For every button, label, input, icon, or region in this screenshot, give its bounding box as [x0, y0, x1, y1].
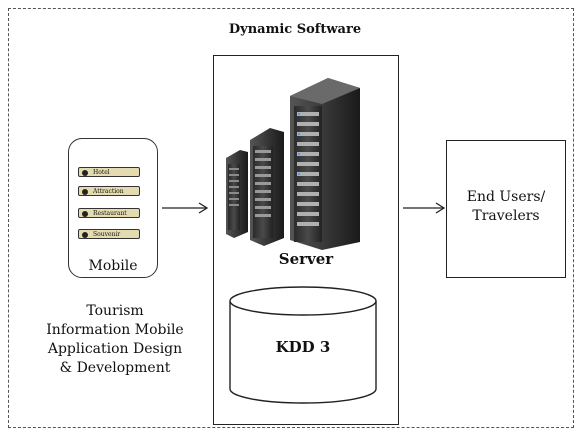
database-label: KDD 3	[275, 338, 331, 356]
menu-item-restaurant: Restaurant	[78, 208, 140, 218]
bullet-icon	[82, 188, 88, 195]
caption-line: Information Mobile	[46, 322, 184, 338]
caption-line: Tourism	[86, 303, 144, 319]
menu-item-souvenir: Souvenir	[78, 229, 140, 239]
end-users-line: End Users/	[466, 189, 546, 205]
bullet-icon	[82, 169, 88, 176]
bullet-icon	[82, 210, 88, 217]
database-cylinder-icon	[229, 286, 377, 404]
arrow-right-icon	[403, 202, 446, 214]
mobile-label: Mobile	[88, 258, 138, 274]
arrow-right-icon	[162, 202, 209, 214]
server-label: Server	[278, 250, 334, 268]
menu-item-hotel: Hotel	[78, 167, 140, 177]
bullet-icon	[82, 231, 88, 238]
caption-line: & Development	[59, 360, 171, 376]
end-users-box	[446, 140, 566, 278]
mobile-app-caption: Tourism Information Mobile Application D…	[30, 302, 200, 378]
end-users-line: Travelers	[472, 208, 540, 224]
diagram-title: Dynamic Software	[228, 22, 362, 37]
end-users-label: End Users/ Travelers	[446, 188, 566, 226]
menu-item-attraction: Attraction	[78, 186, 140, 196]
caption-line: Application Design	[47, 341, 183, 357]
server-rack-icon	[226, 78, 360, 250]
